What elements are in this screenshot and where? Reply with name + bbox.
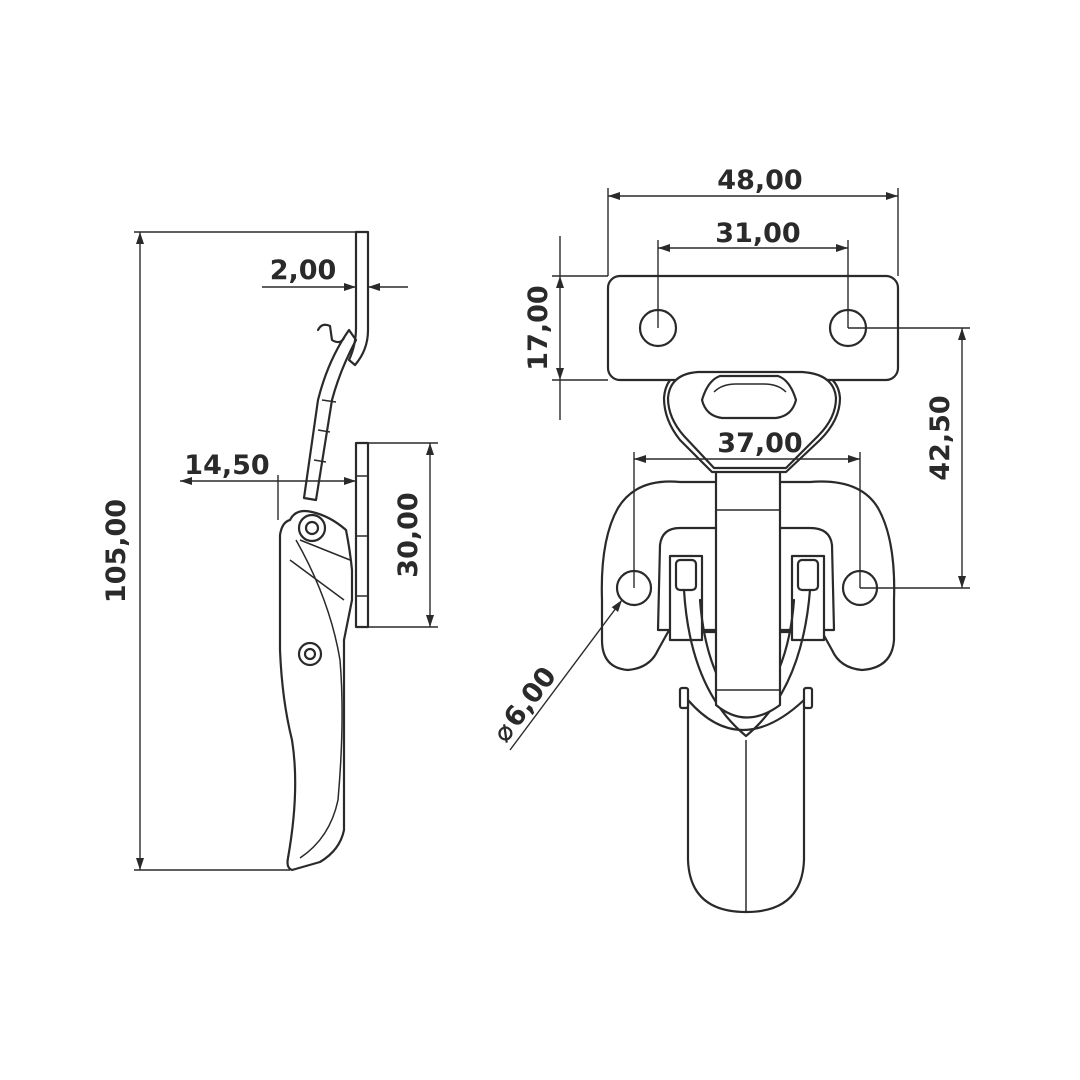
dim-hole-spacing-vertical: 42,50 (925, 395, 956, 480)
side-view: 105,00 2,00 14,50 30,00 (101, 232, 438, 870)
dim-hole-pitch-top: 31,00 (715, 218, 800, 249)
pivot-pin-right (798, 560, 818, 590)
rivet-left (680, 688, 688, 708)
pivot-top (299, 515, 325, 541)
lever-inner-edge (296, 540, 342, 858)
hook-strap (716, 456, 780, 718)
hook-tip-side (318, 325, 344, 342)
dim-plate-height: 17,00 (523, 285, 554, 370)
pivot-lower (299, 643, 321, 665)
hook-link-side (304, 330, 356, 500)
base-plate-side (356, 443, 368, 627)
strike-plate-side (349, 232, 368, 365)
dim-hole-pitch-bottom: 37,00 (717, 428, 802, 459)
front-view: 48,00 31,00 17,00 37,00 42,50 ⌀ 6,00 (487, 165, 970, 912)
dim-base-height: 30,00 (393, 492, 424, 577)
pivot-pin-left (676, 560, 696, 590)
base-plate-tabs (356, 476, 368, 596)
dim-plate-width: 48,00 (717, 165, 802, 196)
dim-hole-diameter: 6,00 (498, 661, 563, 733)
dim-hole-diameter-group: ⌀ 6,00 (487, 661, 563, 748)
dim-side-offset: 14,50 (184, 450, 269, 481)
dim-plate-thickness: 2,00 (270, 255, 337, 286)
rivet-right (804, 688, 812, 708)
hook-slot-overlay (702, 376, 796, 418)
dim-overall-height: 105,00 (101, 499, 132, 603)
